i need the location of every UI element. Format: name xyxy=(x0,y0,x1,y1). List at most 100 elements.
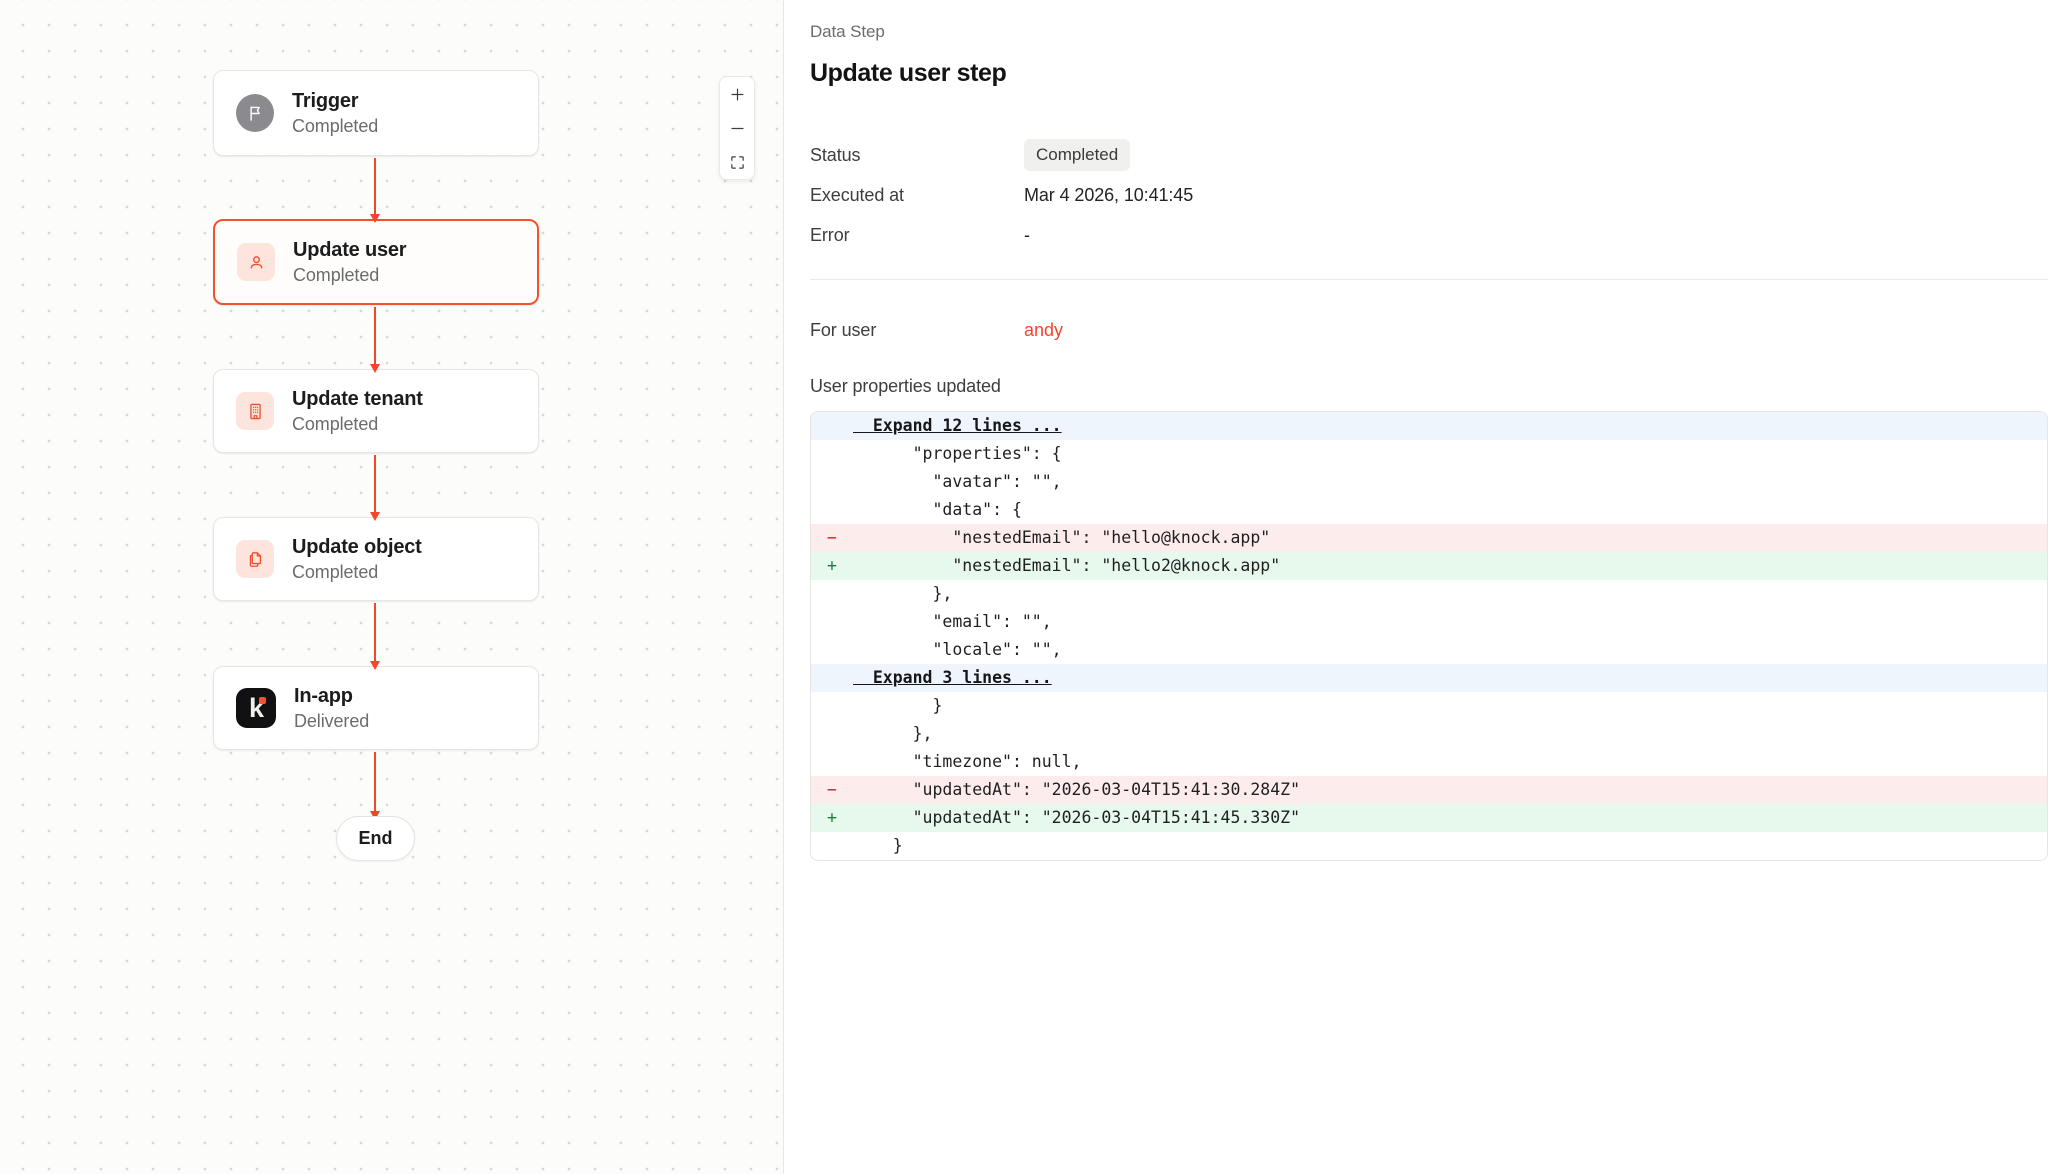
workflow-node-in-app[interactable]: k In-appDelivered xyxy=(213,666,539,750)
workflow-graph: TriggerCompletedUpdate userCompletedUpda… xyxy=(0,0,784,1174)
node-texts: Update objectCompleted xyxy=(292,536,422,583)
end-node-label: End xyxy=(359,828,393,849)
diff-line-context: }, xyxy=(811,720,2047,748)
node-title: Trigger xyxy=(292,90,378,113)
fit-view-icon xyxy=(730,155,745,170)
zoom-controls[interactable] xyxy=(719,76,755,180)
workflow-node-update-tenant[interactable]: Update tenantCompleted xyxy=(213,369,539,453)
plus-icon xyxy=(730,87,745,102)
node-title: Update tenant xyxy=(292,388,423,411)
end-node[interactable]: End xyxy=(336,816,415,861)
fit-view-button[interactable] xyxy=(720,145,754,179)
node-title: Update user xyxy=(293,239,406,262)
node-texts: Update tenantCompleted xyxy=(292,388,423,435)
for-user-label: For user xyxy=(810,320,1024,341)
detail-row-status: StatusCompleted xyxy=(810,135,2048,175)
diff-line-context: "timezone": null, xyxy=(811,748,2047,776)
knock-logo-icon: k xyxy=(236,688,276,728)
details-panel: Data Step Update user step StatusComplet… xyxy=(784,0,2048,1174)
json-diff-viewer[interactable]: Expand 12 lines ... "properties": { "ava… xyxy=(810,411,2048,861)
diff-code: "timezone": null, xyxy=(853,748,2047,776)
diff-code: "properties": { xyxy=(853,440,2047,468)
diff-line-context: } xyxy=(811,692,2047,720)
diff-code: "email": "", xyxy=(853,608,2047,636)
diff-code: "avatar": "", xyxy=(853,468,2047,496)
diff-code: Expand 12 lines ... xyxy=(853,412,2047,440)
node-status: Completed xyxy=(292,116,378,137)
detail-label: Error xyxy=(810,225,1024,246)
panel-eyebrow: Data Step xyxy=(810,22,2048,42)
diff-line-context: "locale": "", xyxy=(811,636,2047,664)
status-badge: Completed xyxy=(1024,139,1130,171)
minus-icon xyxy=(730,121,745,136)
node-texts: In-appDelivered xyxy=(294,685,369,732)
diff-code: }, xyxy=(853,580,2047,608)
building-icon-wrapper xyxy=(236,392,274,430)
detail-row-error: Error- xyxy=(810,215,2048,255)
diff-code: "nestedEmail": "hello@knock.app" xyxy=(853,524,2047,552)
flow-connector-2 xyxy=(374,307,376,365)
zoom-out-button[interactable] xyxy=(720,111,754,145)
diff-marker: + xyxy=(811,552,853,580)
diff-code: "updatedAt": "2026-03-04T15:41:45.330Z" xyxy=(853,804,2047,832)
node-status: Completed xyxy=(293,265,406,286)
flag-icon-wrapper xyxy=(236,94,274,132)
diff-code: Expand 3 lines ... xyxy=(853,664,2047,692)
for-user-row: For user andy xyxy=(810,310,2048,350)
workflow-canvas[interactable]: TriggerCompletedUpdate userCompletedUpda… xyxy=(0,0,784,1174)
diff-expand-row[interactable]: Expand 12 lines ... xyxy=(811,412,2047,440)
detail-value: - xyxy=(1024,225,1030,246)
diff-code: "nestedEmail": "hello2@knock.app" xyxy=(853,552,2047,580)
diff-line-del: − "updatedAt": "2026-03-04T15:41:30.284Z… xyxy=(811,776,2047,804)
properties-caption: User properties updated xyxy=(810,376,2048,397)
user-icon xyxy=(247,253,266,272)
section-divider xyxy=(810,279,2048,280)
flow-connector-5 xyxy=(374,752,376,812)
diff-line-del: − "nestedEmail": "hello@knock.app" xyxy=(811,524,2047,552)
diff-line-add: + "updatedAt": "2026-03-04T15:41:45.330Z… xyxy=(811,804,2047,832)
diff-marker: − xyxy=(811,524,853,552)
diff-code: "locale": "", xyxy=(853,636,2047,664)
node-title: In-app xyxy=(294,685,369,708)
detail-rows: StatusCompletedExecuted atMar 4 2026, 10… xyxy=(810,135,2048,255)
flow-connector-4 xyxy=(374,603,376,662)
node-status: Delivered xyxy=(294,711,369,732)
workflow-node-update-object[interactable]: Update objectCompleted xyxy=(213,517,539,601)
diff-line-context: "avatar": "", xyxy=(811,468,2047,496)
copy-icon xyxy=(246,550,265,569)
detail-label: Status xyxy=(810,145,1024,166)
diff-code: } xyxy=(853,832,2047,860)
diff-line-context: }, xyxy=(811,580,2047,608)
node-title: Update object xyxy=(292,536,422,559)
node-status: Completed xyxy=(292,562,422,583)
workflow-node-trigger[interactable]: TriggerCompleted xyxy=(213,70,539,156)
flag-icon xyxy=(246,104,265,123)
node-texts: TriggerCompleted xyxy=(292,90,378,137)
user-link[interactable]: andy xyxy=(1024,320,1063,341)
workflow-node-update-user[interactable]: Update userCompleted xyxy=(213,219,539,305)
diff-line-context: "email": "", xyxy=(811,608,2047,636)
diff-marker: − xyxy=(811,776,853,804)
diff-code: }, xyxy=(853,720,2047,748)
diff-marker: + xyxy=(811,804,853,832)
diff-code: "data": { xyxy=(853,496,2047,524)
diff-code: "updatedAt": "2026-03-04T15:41:30.284Z" xyxy=(853,776,2047,804)
detail-row-executed-at: Executed atMar 4 2026, 10:41:45 xyxy=(810,175,2048,215)
flow-connector-3 xyxy=(374,455,376,513)
detail-label: Executed at xyxy=(810,185,1024,206)
diff-expand-row[interactable]: Expand 3 lines ... xyxy=(811,664,2047,692)
diff-line-context: } xyxy=(811,832,2047,860)
flow-connector-1 xyxy=(374,158,376,215)
zoom-in-button[interactable] xyxy=(720,77,754,111)
diff-line-add: + "nestedEmail": "hello2@knock.app" xyxy=(811,552,2047,580)
node-status: Completed xyxy=(292,414,423,435)
diff-line-context: "data": { xyxy=(811,496,2047,524)
diff-code: } xyxy=(853,692,2047,720)
user-icon-wrapper xyxy=(237,243,275,281)
detail-value: Mar 4 2026, 10:41:45 xyxy=(1024,185,1193,206)
knock-dot-icon xyxy=(259,697,266,704)
copy-icon-wrapper xyxy=(236,540,274,578)
building-icon xyxy=(246,402,265,421)
page-title: Update user step xyxy=(810,59,2048,88)
